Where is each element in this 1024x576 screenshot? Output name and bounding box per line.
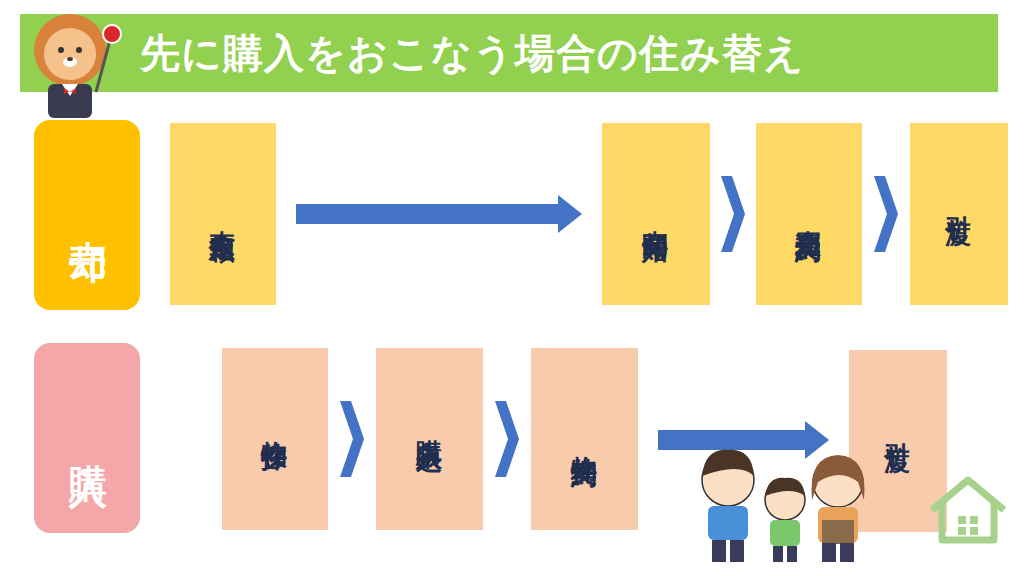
step-label: 引渡し (881, 423, 916, 459)
step-label: 査定依頼 (206, 210, 241, 218)
step-box: 引渡し (910, 123, 1008, 305)
step-label: 売買契約 (792, 210, 827, 218)
title-text: 先に購入をおこなう場合の住み替え (140, 14, 805, 92)
lion-mascot (34, 14, 121, 118)
step-label: 物件探し (258, 420, 293, 458)
house-icon (932, 480, 1004, 540)
chevron-arrow (874, 176, 898, 252)
family-illustration (702, 450, 864, 562)
chevron-arrow (340, 401, 364, 477)
step-label: 売却開始 (639, 210, 674, 218)
step-box: 物件契約 (531, 348, 638, 530)
step-box: 売却開始 (602, 123, 710, 305)
step-box: 引渡し (849, 350, 947, 532)
flow-arrow (296, 195, 582, 233)
step-box: 査定依頼 (170, 123, 276, 305)
step-label: 購入申込み (412, 419, 447, 459)
step-label: 物件契約 (567, 435, 602, 443)
category-box: 売却 (34, 120, 140, 310)
title-band: 先に購入をおこなう場合の住み替え (20, 14, 998, 92)
step-label: 引渡し (942, 196, 977, 232)
category-label: 購入 (62, 434, 113, 442)
chevron-arrow (495, 401, 519, 477)
step-box: 売買契約 (756, 123, 862, 305)
chevron-arrow (721, 176, 745, 252)
step-box: 購入申込み (376, 348, 483, 530)
step-box: 物件探し (222, 348, 328, 530)
category-label: 売却 (62, 211, 113, 219)
category-box: 購入 (34, 343, 140, 533)
